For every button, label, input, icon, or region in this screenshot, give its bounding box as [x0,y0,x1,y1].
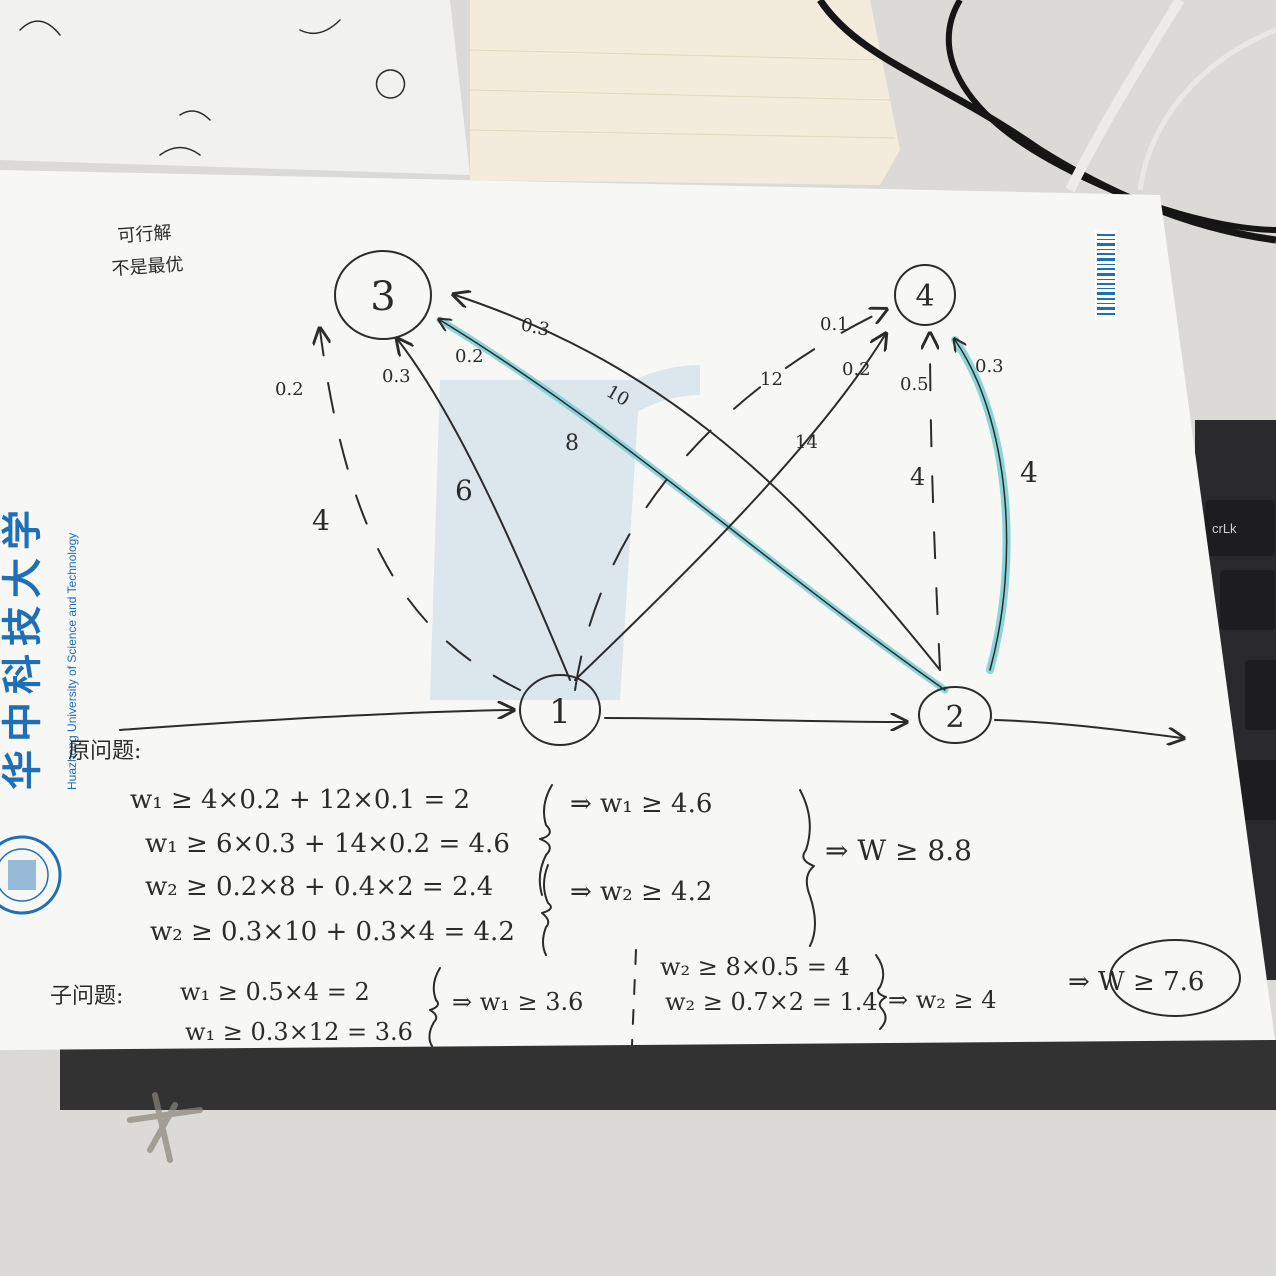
edge-label: 0.2 [455,346,484,367]
implies-w2: ⇒ w₂ ≥ 4.2 [570,877,712,907]
section-label-sub: 子问题: [50,984,123,1009]
edge-label: 0.1 [820,314,849,335]
edge-labels: 0.3 10 0.2 8 0.3 6 0.2 4 0.1 12 0.2 14 0… [275,314,1038,537]
equation-line: w₂ ≥ 0.7×2 = 1.4 [665,988,878,1016]
keyboard-key-label: crLk [1212,521,1237,536]
implies-W-sub: ⇒ W ≥ 7.6 [1068,967,1204,997]
barcode [1095,230,1117,320]
edge-label: 4 [312,504,330,537]
equation-line: w₁ ≥ 0.3×12 = 3.6 [185,1018,413,1046]
university-en-name: Huazhong University of Science and Techn… [65,533,79,790]
section-label-original: 原问题: [68,739,141,764]
edge-label: 6 [455,474,473,507]
university-seal [0,835,62,915]
graph-node-1: 1 [519,674,601,746]
edge-label: 12 [760,369,783,390]
node-2-label: 2 [945,700,964,735]
node-4-label: 4 [915,279,934,314]
background-notebook [469,0,900,185]
university-cn-name: 华中科技大学 [0,502,46,790]
edge-label: 0.5 [900,374,929,395]
equation-line: w₁ ≥ 6×0.3 + 14×0.2 = 4.6 [145,829,510,859]
edge-label: 0.3 [975,356,1004,377]
graph-node-2: 2 [918,686,992,744]
edge-label: 4 [910,463,925,491]
university-name-vertical: 华中科技大学 Huazhong University of Science an… [0,502,79,790]
main-paper-sheet [0,170,1275,1050]
implies-w1: ⇒ w₁ ≥ 4.6 [570,789,712,819]
margin-note-line1: 可行解 [117,222,172,247]
equations-section-2: 子问题: w₁ ≥ 0.5×4 = 2 w₁ ≥ 0.3×12 = 3.6 ⇒ … [50,939,1241,1047]
equation-line: w₂ ≥ 0.3×10 + 0.3×4 = 4.2 [150,917,515,947]
edge-label: 4 [1020,456,1038,489]
edge-label: 14 [795,432,818,453]
background-cables [817,0,1276,244]
edge-label: 0.2 [275,379,304,400]
equation-line: w₂ ≥ 8×0.5 = 4 [660,953,850,981]
keyboard: crLk [1195,420,1276,980]
equation-line: w₂ ≥ 0.2×8 + 0.4×2 = 2.4 [145,872,493,902]
implies-W-original: ⇒ W ≥ 8.8 [825,834,972,867]
implies-w2-sub: ⇒ w₂ ≥ 4 [888,986,997,1014]
node-1-label: 1 [549,692,571,732]
desk-shadow [60,1040,1276,1110]
equation-line: w₁ ≥ 4×0.2 + 12×0.1 = 2 [130,785,470,815]
graph-node-4: 4 [894,264,956,326]
node-3-label: 3 [370,274,395,320]
background-scrap-paper [0,0,470,175]
desk-scratch-mark [127,1092,203,1163]
edge-label: 8 [565,431,579,456]
watermark-logo [430,365,701,700]
implies-w1-sub: ⇒ w₁ ≥ 3.6 [452,988,583,1016]
equations-section-1: 原问题: w₁ ≥ 4×0.2 + 12×0.1 = 2 w₁ ≥ 6×0.3 … [68,739,972,956]
margin-note-line2: 不是最优 [111,254,184,280]
graph-node-3: 3 [334,250,432,340]
edge-label: 0.3 [382,366,411,387]
edge-label: 0.2 [842,359,871,380]
graph-edges [119,295,1182,738]
equation-line: w₁ ≥ 0.5×4 = 2 [180,978,370,1006]
